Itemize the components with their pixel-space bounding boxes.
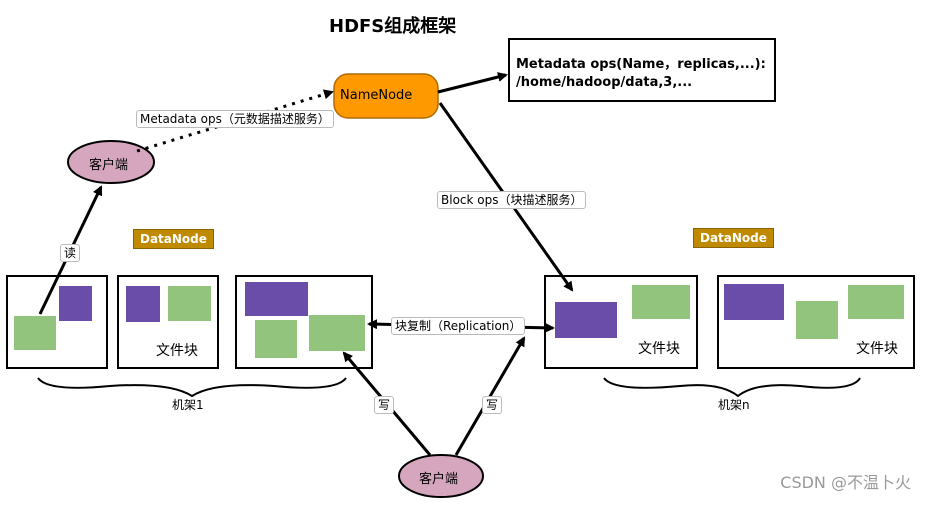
block-green xyxy=(632,285,690,319)
block-green xyxy=(14,316,56,350)
watermark: CSDN @不温卜火 xyxy=(780,473,911,492)
block-purple xyxy=(724,284,784,320)
diagram-title: HDFS组成框架 xyxy=(329,16,457,37)
client-top-label: 客户端 xyxy=(89,158,129,173)
read-label: 读 xyxy=(60,244,81,262)
block-purple xyxy=(59,286,92,321)
block-green xyxy=(848,285,904,319)
namenode-node xyxy=(333,73,439,119)
block-green xyxy=(309,315,365,351)
client-top-node xyxy=(67,140,155,184)
block-purple xyxy=(555,302,617,338)
write-left-label: 写 xyxy=(374,396,395,414)
block-green xyxy=(168,286,211,321)
block-green xyxy=(255,320,297,358)
rack-label-left: 机架1 xyxy=(172,398,204,412)
file-block-label: 文件块 xyxy=(156,343,198,359)
rack-brace-left xyxy=(37,377,347,398)
block-green xyxy=(796,301,838,339)
metadata-line-2: /home/hadoop/data,3,... xyxy=(516,75,693,90)
rack-brace-right xyxy=(603,377,861,398)
block-ops-label: Block ops（块描述服务） xyxy=(437,191,587,209)
file-block-label: 文件块 xyxy=(856,341,898,357)
block-purple xyxy=(245,282,308,316)
metadata-box: Metadata ops(Name，replicas,...): /home/h… xyxy=(508,38,776,102)
datanode-tag-left: DataNode xyxy=(133,229,214,249)
rack-label-right: 机架n xyxy=(718,398,750,412)
replication-label: 块复制（Replication） xyxy=(391,317,526,335)
block-purple xyxy=(126,286,160,322)
metadata-line-1: Metadata ops(Name，replicas,...): xyxy=(516,57,766,72)
namenode-label: NameNode xyxy=(340,88,413,103)
client-bottom-node xyxy=(398,454,484,498)
datanode-tag-right: DataNode xyxy=(693,228,774,248)
namenode-to-metadata-arrow xyxy=(437,72,508,94)
client-bottom-label: 客户端 xyxy=(419,472,459,487)
write-right-label: 写 xyxy=(482,396,503,414)
metadata-ops-label: Metadata ops（元数据描述服务） xyxy=(136,110,334,128)
file-block-label: 文件块 xyxy=(638,341,680,357)
